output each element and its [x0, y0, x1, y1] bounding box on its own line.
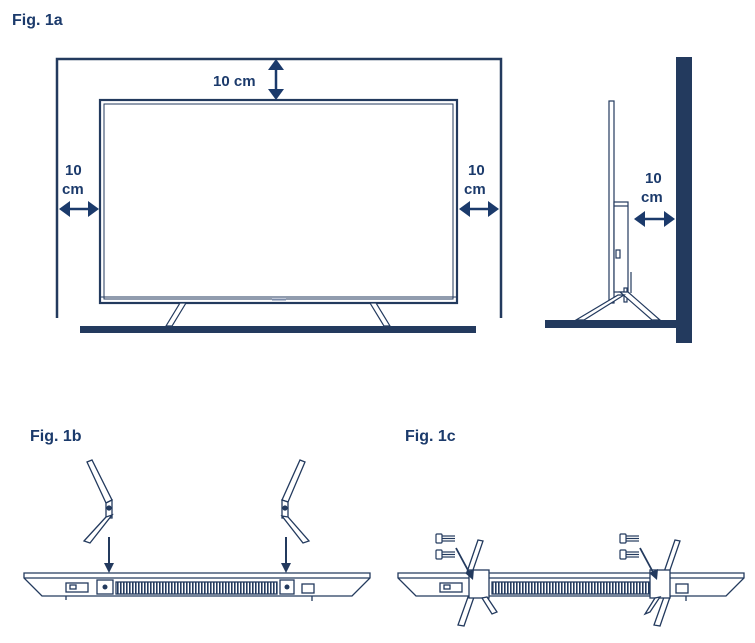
- stand-left-1c: [457, 539, 498, 627]
- insert-arrow-right: [281, 537, 291, 573]
- stand-right-1b: [280, 459, 311, 544]
- left-clearance-arrow: [59, 201, 99, 217]
- side-clearance-arrow: [634, 211, 675, 227]
- screw-arrow-left: [455, 547, 474, 580]
- tv-bottom-body-1b: [23, 572, 371, 601]
- niche-wall: [55, 57, 503, 318]
- stand-left-1b: [82, 459, 114, 544]
- top-clearance-arrow: [268, 59, 284, 100]
- wall: [676, 57, 692, 343]
- fig-1a-side-view: 10 cm: [545, 57, 692, 343]
- right-clearance-arrow: [459, 201, 499, 217]
- left-clearance-value: 10: [65, 162, 82, 179]
- right-clearance-unit: cm: [464, 181, 486, 198]
- fig-1b-stand-attachment: [23, 459, 371, 601]
- stand-right-1c: [643, 539, 681, 627]
- tv-foot-left: [164, 302, 188, 327]
- fig-1b-label: Fig. 1b: [30, 428, 82, 445]
- screw-arrow-right: [639, 547, 658, 580]
- screw-icon-left-top: [435, 533, 455, 544]
- screw-icon-left-bottom: [435, 549, 455, 560]
- tv-foot-right: [368, 302, 392, 327]
- right-clearance-value: 10: [468, 162, 485, 179]
- side-clearance-value: 10: [645, 170, 662, 187]
- fig-1c-label: Fig. 1c: [405, 428, 456, 445]
- fig-1a-label: Fig. 1a: [12, 12, 63, 29]
- tv-screen: [98, 98, 459, 305]
- shelf-surface: [80, 326, 476, 333]
- tv-logo: [272, 298, 286, 301]
- screw-icon-right-bottom: [619, 549, 639, 560]
- tv-bottom-body-1c: [397, 572, 745, 601]
- fig-1a-front-view: 10 cm 10 cm 10 cm: [55, 57, 503, 333]
- top-clearance-label: 10 cm: [213, 73, 256, 90]
- left-clearance-unit: cm: [62, 181, 84, 198]
- side-clearance-unit: cm: [641, 189, 663, 206]
- tv-side-foot: [573, 291, 662, 321]
- screw-icon-right-top: [619, 533, 639, 544]
- insert-arrow-left: [104, 537, 114, 573]
- fig-1c-screw-fixing: [397, 533, 745, 627]
- side-shelf: [545, 320, 680, 328]
- tv-side-profile: [608, 100, 632, 304]
